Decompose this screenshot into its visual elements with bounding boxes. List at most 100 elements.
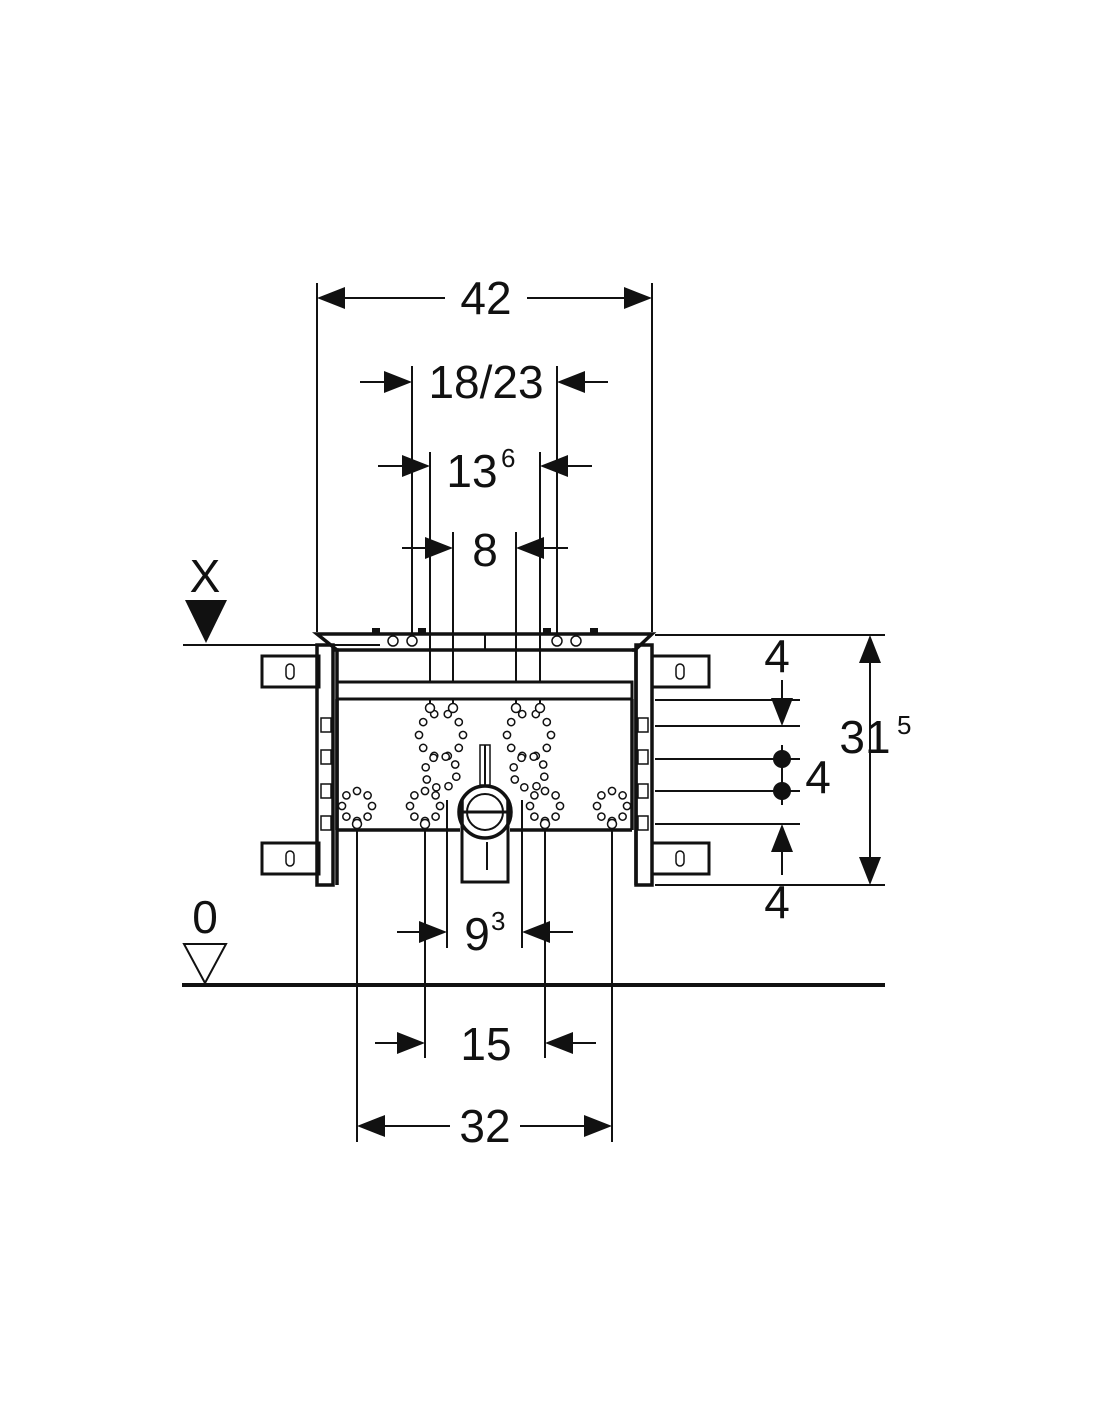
mounting-hole bbox=[597, 791, 606, 800]
connection-point bbox=[447, 702, 459, 714]
mounting-hole bbox=[510, 775, 520, 784]
dimension-15-label: 15 bbox=[460, 1018, 511, 1070]
floor-level-marker: 0 bbox=[182, 891, 885, 987]
dimension-18-23-label: 18/23 bbox=[428, 356, 543, 408]
mounting-hole bbox=[458, 730, 468, 740]
mounting-hole bbox=[363, 791, 372, 800]
view-arrow-icon bbox=[185, 600, 227, 643]
dimension-42-label: 42 bbox=[460, 272, 511, 324]
view-x-marker: X bbox=[183, 550, 380, 646]
mounting-hole bbox=[431, 782, 441, 792]
dimension-9-3-label: 9 bbox=[464, 908, 490, 960]
mounting-hole bbox=[517, 709, 527, 719]
extension-lines bbox=[316, 283, 885, 1142]
mounting-hole bbox=[420, 786, 430, 796]
dimension-4-bottom-label: 4 bbox=[764, 876, 790, 928]
leg-fixings-right bbox=[637, 717, 649, 831]
mounting-hole bbox=[551, 791, 560, 800]
drain-outlet-icon bbox=[457, 784, 513, 840]
mounting-hole bbox=[363, 812, 372, 821]
dimension-4-middle-label: 4 bbox=[805, 751, 831, 803]
dimension-4-middle: 4 bbox=[773, 745, 831, 805]
dot-marker-icon bbox=[773, 782, 791, 800]
dimension-13-6-label: 13 bbox=[446, 445, 497, 497]
mounting-hole bbox=[555, 801, 565, 811]
pipe-connection-holes bbox=[337, 702, 632, 830]
mounting-hole bbox=[450, 760, 460, 769]
mounting-hole bbox=[410, 812, 419, 821]
mounting-hole bbox=[421, 762, 431, 772]
mounting-hole bbox=[405, 801, 415, 811]
mounting-hole bbox=[435, 801, 445, 811]
dimension-31-5-label: 31 bbox=[839, 711, 890, 763]
drain-pipe bbox=[460, 810, 510, 884]
mounting-hole bbox=[431, 791, 440, 800]
mounting-hole bbox=[622, 801, 632, 811]
mounting-hole bbox=[529, 752, 539, 762]
dimension-32: 32 bbox=[357, 1100, 612, 1152]
connection-point bbox=[539, 818, 551, 830]
mounting-hole bbox=[506, 717, 516, 727]
mounting-hole bbox=[444, 781, 453, 791]
mounting-hole bbox=[539, 772, 549, 782]
mounting-hole bbox=[542, 743, 552, 753]
mounting-hole bbox=[502, 730, 512, 740]
dimension-13-6-sup: 6 bbox=[501, 443, 515, 473]
mounting-hole bbox=[517, 753, 526, 763]
mounting-hole bbox=[597, 812, 606, 821]
dimension-8-label: 8 bbox=[472, 524, 498, 576]
mounting-hole bbox=[532, 781, 541, 791]
connection-point bbox=[510, 702, 522, 714]
dimension-32-label: 32 bbox=[459, 1100, 510, 1152]
mounting-hole bbox=[367, 801, 377, 811]
mounting-hole bbox=[443, 709, 453, 719]
mounting-hole bbox=[352, 786, 362, 796]
mounting-hole bbox=[538, 760, 548, 769]
connection-point bbox=[534, 702, 546, 714]
mounting-hole bbox=[525, 801, 535, 811]
dot-marker-icon bbox=[773, 750, 791, 768]
dimension-4-top: 4 bbox=[764, 630, 793, 726]
mounting-hole bbox=[342, 791, 351, 800]
mounting-hole bbox=[418, 743, 428, 753]
mounting-hole bbox=[519, 782, 529, 792]
dimension-31-5: 31 5 bbox=[839, 635, 911, 885]
dimension-9-3-sup: 3 bbox=[491, 906, 505, 936]
mounting-hole bbox=[441, 752, 451, 762]
dimension-42: 42 bbox=[317, 272, 652, 324]
dimension-13-6: 13 6 bbox=[378, 443, 592, 497]
mounting-hole bbox=[542, 717, 552, 727]
floor-level-label: 0 bbox=[192, 891, 218, 943]
dimension-4-bottom: 4 bbox=[764, 824, 793, 928]
mounting-hole bbox=[418, 717, 428, 727]
mounting-hole bbox=[337, 801, 347, 811]
dimension-15: 15 bbox=[375, 1018, 596, 1070]
bracket-bottom-left bbox=[260, 841, 321, 876]
mounting-hole bbox=[506, 743, 516, 753]
mounting-hole bbox=[509, 762, 519, 772]
mounting-hole bbox=[414, 730, 424, 740]
mounting-hole bbox=[607, 786, 617, 796]
floor-level-icon bbox=[182, 943, 228, 986]
mounting-hole bbox=[422, 775, 432, 784]
mounting-hole bbox=[342, 812, 351, 821]
view-x-label: X bbox=[190, 550, 221, 602]
mounting-hole bbox=[451, 772, 461, 782]
dimension-9-3: 9 3 bbox=[397, 906, 573, 960]
connection-point bbox=[351, 818, 363, 830]
leg-fixings-left bbox=[320, 717, 332, 831]
mounting-hole bbox=[551, 812, 560, 821]
mounting-hole bbox=[454, 717, 464, 727]
installation-frame bbox=[260, 628, 711, 887]
mounting-hole bbox=[429, 753, 438, 763]
connection-point bbox=[424, 702, 436, 714]
connection-point bbox=[419, 818, 431, 830]
mounting-hole bbox=[530, 812, 539, 821]
mounting-hole bbox=[546, 730, 556, 740]
mounting-hole bbox=[618, 812, 627, 821]
dimension-18-23: 18/23 bbox=[360, 356, 608, 408]
mounting-hole bbox=[618, 791, 627, 800]
dimension-31-5-sup: 5 bbox=[897, 710, 911, 740]
mounting-hole bbox=[431, 812, 440, 821]
